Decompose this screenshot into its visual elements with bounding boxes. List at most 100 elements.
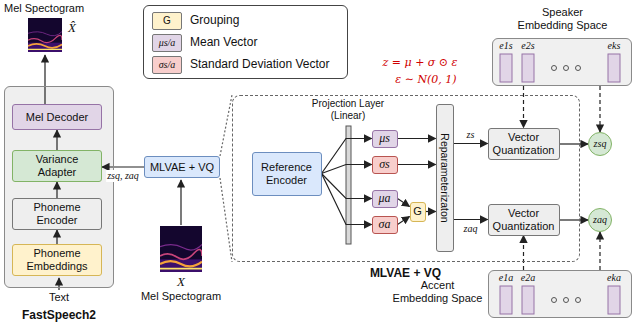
node-text: σa bbox=[374, 218, 396, 232]
connector bbox=[102, 166, 144, 167]
vector-label: eks bbox=[602, 40, 626, 52]
swatch-symbol: G bbox=[152, 12, 182, 30]
connector bbox=[398, 164, 436, 165]
node-text: μs bbox=[374, 132, 396, 146]
node-text: Reparameterizaton bbox=[438, 133, 450, 222]
ellipsis-dot bbox=[576, 66, 581, 71]
connector bbox=[599, 232, 600, 270]
connector bbox=[56, 130, 57, 150]
connector bbox=[560, 143, 589, 144]
node-text: G bbox=[412, 205, 424, 218]
legend-text: Standard Deviation Vector bbox=[190, 57, 329, 71]
connector bbox=[454, 219, 488, 220]
embedding-column bbox=[500, 54, 512, 82]
connector bbox=[56, 182, 57, 198]
std-box: σs bbox=[372, 156, 398, 174]
node-text: Phoneme Encoder bbox=[16, 201, 98, 226]
decoder-box: Mel Decoder bbox=[12, 104, 102, 130]
node-heading: Speaker Embedding Space bbox=[517, 6, 608, 32]
legend-text: Grouping bbox=[190, 13, 239, 27]
codebook-fill bbox=[492, 38, 632, 86]
connector bbox=[398, 138, 436, 139]
mean-box: μa bbox=[372, 190, 398, 208]
embedding-column bbox=[522, 286, 534, 314]
ellipsis-dot bbox=[564, 298, 569, 303]
connector bbox=[426, 211, 436, 212]
ellipsis-dot bbox=[576, 298, 581, 303]
node-heading: FastSpeech2 bbox=[5, 308, 113, 322]
latent-circle: zaq bbox=[588, 208, 612, 232]
legend-text: Mean Vector bbox=[190, 35, 257, 49]
connector bbox=[322, 165, 372, 174]
latent-circle: zsq bbox=[588, 132, 612, 156]
vector-label: e2a bbox=[516, 272, 540, 284]
connector bbox=[398, 217, 410, 225]
output-arrow bbox=[44, 55, 45, 104]
connector bbox=[523, 236, 524, 271]
connector bbox=[560, 219, 589, 220]
connector bbox=[398, 199, 410, 207]
symbol-label: X̂ bbox=[64, 20, 80, 36]
input-arrow bbox=[180, 180, 181, 225]
connector bbox=[454, 143, 488, 144]
adapter-box: Variance Adapter bbox=[12, 150, 102, 182]
symbol-label: X bbox=[171, 274, 191, 290]
node-text: Vector Quantization bbox=[492, 131, 556, 156]
connector bbox=[322, 174, 372, 225]
formula-label: z = μ + σ ⊙ ε bbox=[370, 56, 470, 69]
swatch-symbol: μs/a bbox=[152, 34, 182, 52]
connector bbox=[322, 139, 372, 174]
legend-row: Standard Deviation Vector bbox=[152, 55, 342, 75]
encoder-box: Phoneme Encoder bbox=[12, 198, 102, 230]
connector bbox=[220, 178, 232, 262]
panel-fill bbox=[4, 86, 114, 288]
quantizer-box: Vector Quantization bbox=[488, 204, 560, 236]
formula-label: ε ∼ N(0, 1) bbox=[376, 73, 476, 86]
quantizer-box: Vector Quantization bbox=[488, 128, 560, 160]
node-text: Vector Quantization bbox=[492, 207, 556, 232]
node-heading: Accent Embedding Space bbox=[392, 279, 483, 305]
mean-box: μs bbox=[372, 130, 398, 148]
node-text: zaq bbox=[589, 214, 611, 226]
embedding-column bbox=[608, 286, 620, 314]
std-box: σa bbox=[372, 216, 398, 234]
swatch-symbol: σs/a bbox=[152, 56, 182, 74]
connector bbox=[220, 95, 232, 156]
connector bbox=[599, 86, 600, 132]
vector-label: e1a bbox=[494, 272, 518, 284]
embedding-column bbox=[608, 54, 620, 82]
vector-label: e2s bbox=[516, 40, 540, 52]
node-text: Reference Encoder bbox=[256, 161, 318, 186]
input-label: Text bbox=[39, 291, 79, 304]
image-caption: Mel Spectogram bbox=[131, 290, 231, 303]
detail-panel: MLVAE + VQReference EncoderμsσsμaσaGRepa… bbox=[232, 95, 580, 262]
node-text: Mel Decoder bbox=[16, 111, 98, 124]
edge-label: zaq bbox=[463, 223, 479, 235]
node-text: MLVAE + VQ bbox=[148, 161, 216, 174]
vector-label: e1s bbox=[494, 40, 518, 52]
connector bbox=[523, 86, 524, 128]
edge-label: zs bbox=[466, 129, 476, 141]
legend-row: Mean Vector bbox=[152, 33, 342, 53]
projection-bar bbox=[346, 126, 351, 244]
connector bbox=[322, 174, 372, 199]
connector bbox=[56, 230, 57, 244]
node-text: Phoneme Embeddings bbox=[16, 247, 98, 272]
embedding-column bbox=[500, 286, 512, 314]
ellipsis-dot bbox=[552, 298, 557, 303]
edge-label: zsq, zaq bbox=[106, 170, 140, 182]
grouping-box: G bbox=[410, 202, 426, 222]
embedding-column bbox=[522, 54, 534, 82]
embedding-box: Phoneme Embeddings bbox=[12, 244, 102, 276]
ellipsis-dot bbox=[564, 66, 569, 71]
spectrogram-image bbox=[28, 18, 62, 52]
input-arrow bbox=[58, 278, 59, 290]
model-panel: FastSpeech2Phoneme EmbeddingsPhoneme Enc… bbox=[4, 86, 114, 288]
module-box: MLVAE + VQ bbox=[144, 156, 220, 178]
ellipsis-dot bbox=[552, 66, 557, 71]
codebook-fill bbox=[488, 270, 632, 318]
encoder-box: Reference Encoder bbox=[252, 152, 322, 196]
node-text: zsq bbox=[589, 138, 611, 150]
